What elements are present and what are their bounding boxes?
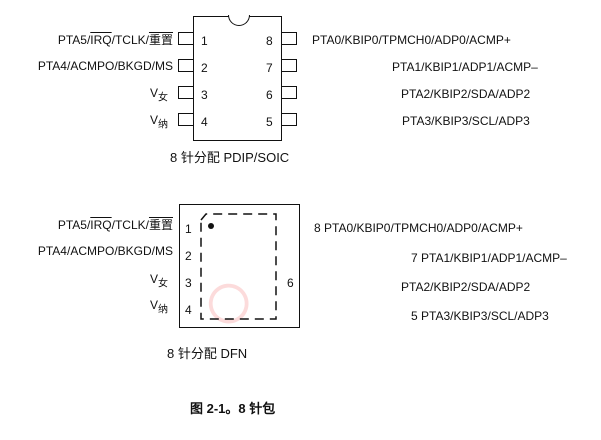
exposed-pad-outline — [200, 213, 277, 320]
pin-label-1: PTA5/IRQ/TCLK/重置 — [57, 218, 173, 232]
pin-label-3: V女 — [149, 86, 168, 104]
pin-number: 4 — [201, 115, 208, 129]
pin-number: 4 — [185, 303, 192, 317]
pin-label-1: PTA5/IRQ/TCLK/重置 — [57, 33, 173, 47]
pin-2 — [178, 59, 194, 72]
pin-1 — [178, 32, 194, 45]
pin-label-4: V纳 — [149, 298, 168, 316]
pin-label-6: PTA2/KBIP2/SDA/ADP2 — [401, 280, 531, 294]
pin-label-7: 7 PTA1/KBIP1/ADP1/ACMP– — [411, 251, 567, 265]
pin-number: 1 — [201, 34, 208, 48]
pin-number: 7 — [266, 61, 273, 75]
pin-label-5: PTA3/KBIP3/SCL/ADP3 — [402, 114, 530, 128]
pin-label-6: PTA2/KBIP2/SDA/ADP2 — [401, 87, 531, 101]
pin-number: 3 — [185, 276, 192, 290]
figure-caption: 图 2-1。8 针包 — [190, 401, 276, 416]
pin-number: 6 — [287, 276, 294, 290]
pin-label-4: V纳 — [149, 113, 168, 131]
pin-number: 6 — [266, 88, 273, 102]
pin-label-7: PTA1/KBIP1/ADP1/ACMP– — [392, 60, 538, 74]
pin-3 — [178, 86, 194, 99]
pin-label-2: PTA4/ACMPO/BKGD/MS — [37, 59, 173, 73]
pin-label-8: PTA0/KBIP0/TPMCH0/ADP0/ACMP+ — [312, 33, 511, 47]
pin-label-2: PTA4/ACMPO/BKGD/MS — [37, 244, 173, 258]
dfn-caption: 8 针分配 DFN — [167, 346, 248, 361]
soic-caption: 8 针分配 PDIP/SOIC — [170, 150, 290, 165]
pin-label-3: V女 — [149, 272, 168, 290]
pin-number: 2 — [185, 249, 192, 263]
pin-8 — [281, 32, 297, 45]
pin-label-8: 8 PTA0/KBIP0/TPMCH0/ADP0/ACMP+ — [314, 221, 523, 235]
pin-5 — [281, 113, 297, 126]
pin-7 — [281, 59, 297, 72]
pin-number: 5 — [266, 115, 273, 129]
pin-number: 2 — [201, 61, 208, 75]
pin-number: 3 — [201, 88, 208, 102]
pin-number: 8 — [266, 34, 273, 48]
dfn-body — [179, 204, 300, 328]
pin-label-5: 5 PTA3/KBIP3/SCL/ADP3 — [411, 309, 549, 323]
pin-4 — [178, 113, 194, 126]
pin-number: 1 — [185, 222, 192, 236]
pin-6 — [281, 86, 297, 99]
